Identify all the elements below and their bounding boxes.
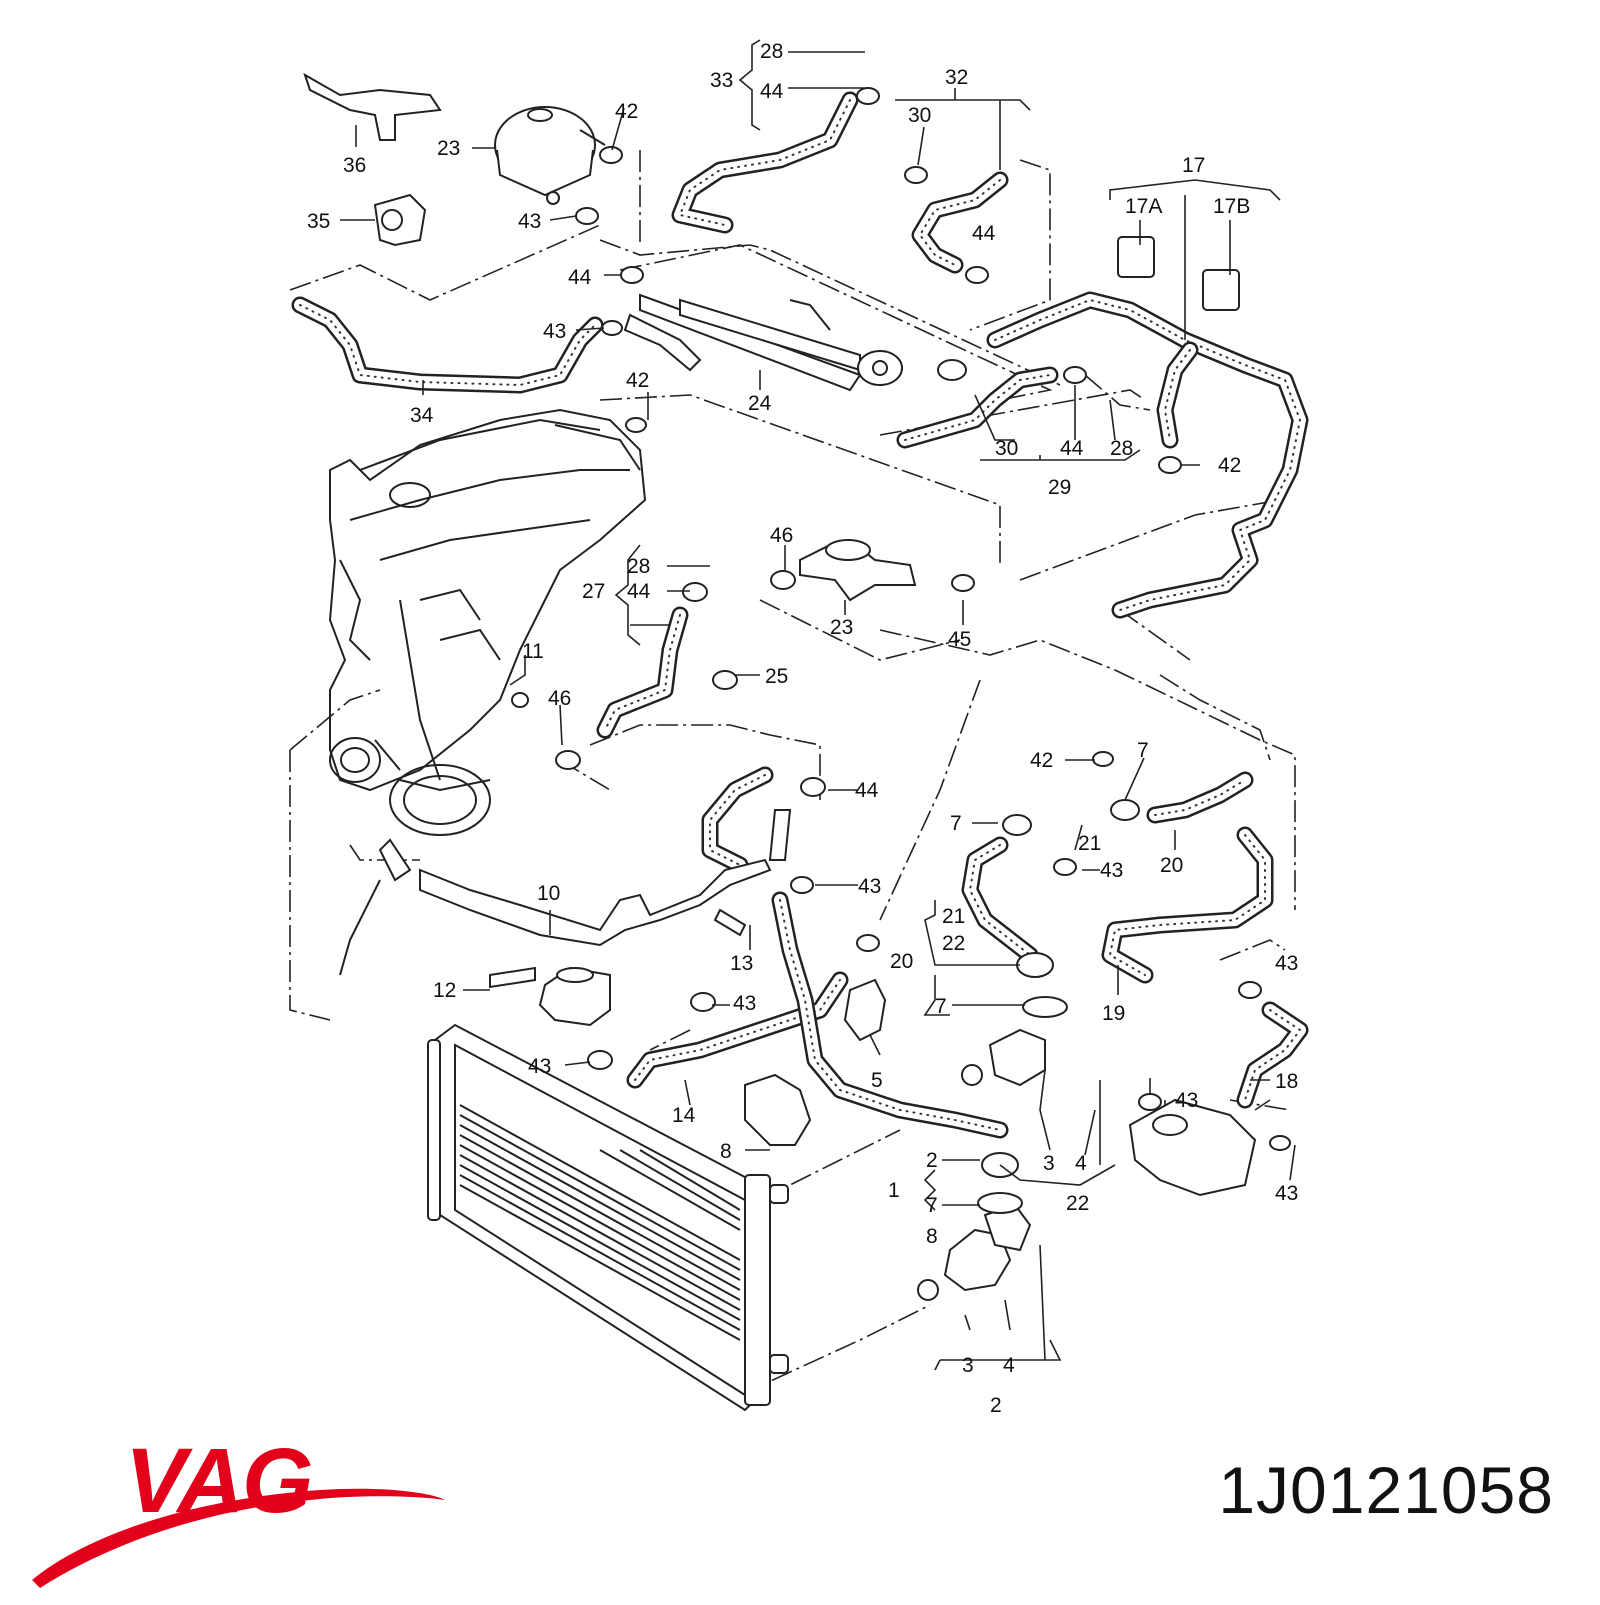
callout-label: 44 [855, 779, 879, 802]
callout-label: 22 [942, 932, 965, 955]
callout-label: 17A [1125, 195, 1162, 218]
callout-label: 2 [990, 1394, 1002, 1417]
callout-label: 34 [410, 404, 434, 427]
callout-label: 42 [615, 100, 638, 123]
callout-label: 45 [948, 628, 971, 651]
callout-label: 21 [942, 905, 965, 928]
callout-label: 10 [537, 882, 560, 905]
callout-label: 4 [1003, 1354, 1015, 1377]
radiator [427, 1023, 789, 1412]
callout-label: 8 [926, 1225, 938, 1248]
callout-label: 35 [307, 210, 330, 233]
callout-label: 17 [1182, 154, 1205, 177]
callout-label: 33 [710, 69, 733, 92]
callout-label: 30 [908, 104, 931, 127]
callout-label: 24 [748, 392, 772, 415]
callout-label: 42 [1030, 749, 1053, 772]
callout-label: 13 [730, 952, 753, 975]
callout-label: 3 [1043, 1152, 1055, 1175]
callout-label: 44 [568, 266, 592, 289]
callout-label: 12 [433, 979, 456, 1002]
leader-lines [340, 39, 1296, 1371]
callout-label: 17B [1213, 195, 1250, 218]
callout-label: 7 [950, 812, 962, 835]
callout-label: 43 [518, 210, 541, 233]
callout-label: 43 [528, 1055, 551, 1078]
logo-text: VAG [125, 1430, 312, 1532]
callout-label: 28 [627, 555, 650, 578]
callout-label: 28 [1110, 437, 1133, 460]
components [303, 72, 1291, 1301]
callout-label: 23 [830, 616, 853, 639]
callout-label: 20 [890, 950, 913, 973]
callout-label: 4 [1075, 1152, 1087, 1175]
callout-label: 43 [1275, 1182, 1298, 1205]
hoses [291, 91, 1309, 1139]
part-number: 1J0121058 [1218, 1453, 1554, 1527]
callout-label: 3 [962, 1354, 974, 1377]
callout-label: 42 [626, 369, 649, 392]
callout-label: 19 [1102, 1002, 1125, 1025]
callout-label: 46 [548, 687, 571, 710]
callout-label: 8 [720, 1140, 732, 1163]
vag-logo: VAG [32, 1430, 445, 1588]
callout-label: 14 [672, 1104, 696, 1127]
callout-label: 23 [437, 137, 460, 160]
callout-label: 5 [871, 1069, 883, 1092]
callout-label: 28 [760, 40, 783, 63]
callout-label: 44 [1060, 437, 1084, 460]
callout-label: 21 [1078, 832, 1101, 855]
callout-label: 25 [765, 665, 788, 688]
callout-label: 2 [926, 1149, 938, 1172]
callout-label: 7 [926, 1194, 938, 1217]
callout-label: 43 [543, 320, 566, 343]
engine-block [328, 408, 647, 836]
callout-labels: 28 33 44 42 32 30 23 36 35 43 17 17A 17B… [307, 40, 1298, 1417]
callout-label: 30 [995, 437, 1018, 460]
callout-label: 7 [935, 995, 947, 1018]
callout-label: 43 [1175, 1089, 1198, 1112]
callout-label: 42 [1218, 454, 1241, 477]
callout-label: 44 [627, 580, 651, 603]
callout-label: 20 [1160, 854, 1183, 877]
callout-label: 1 [888, 1179, 900, 1202]
guide-lines [289, 150, 1296, 1396]
callout-label: 11 [522, 640, 544, 663]
callout-label: 43 [858, 875, 881, 898]
callout-label: 29 [1048, 476, 1071, 499]
callout-label: 7 [1137, 739, 1149, 762]
callout-label: 36 [343, 154, 366, 177]
callout-label: 43 [1100, 859, 1123, 882]
callout-label: 43 [733, 992, 756, 1015]
callout-label: 46 [770, 524, 793, 547]
callout-label: 44 [972, 222, 996, 245]
callout-label: 44 [760, 80, 784, 103]
callout-label: 22 [1066, 1192, 1089, 1215]
callout-label: 32 [945, 66, 968, 89]
callout-label: 43 [1275, 952, 1298, 975]
callout-label: 18 [1275, 1070, 1298, 1093]
callout-label: 27 [582, 580, 605, 603]
